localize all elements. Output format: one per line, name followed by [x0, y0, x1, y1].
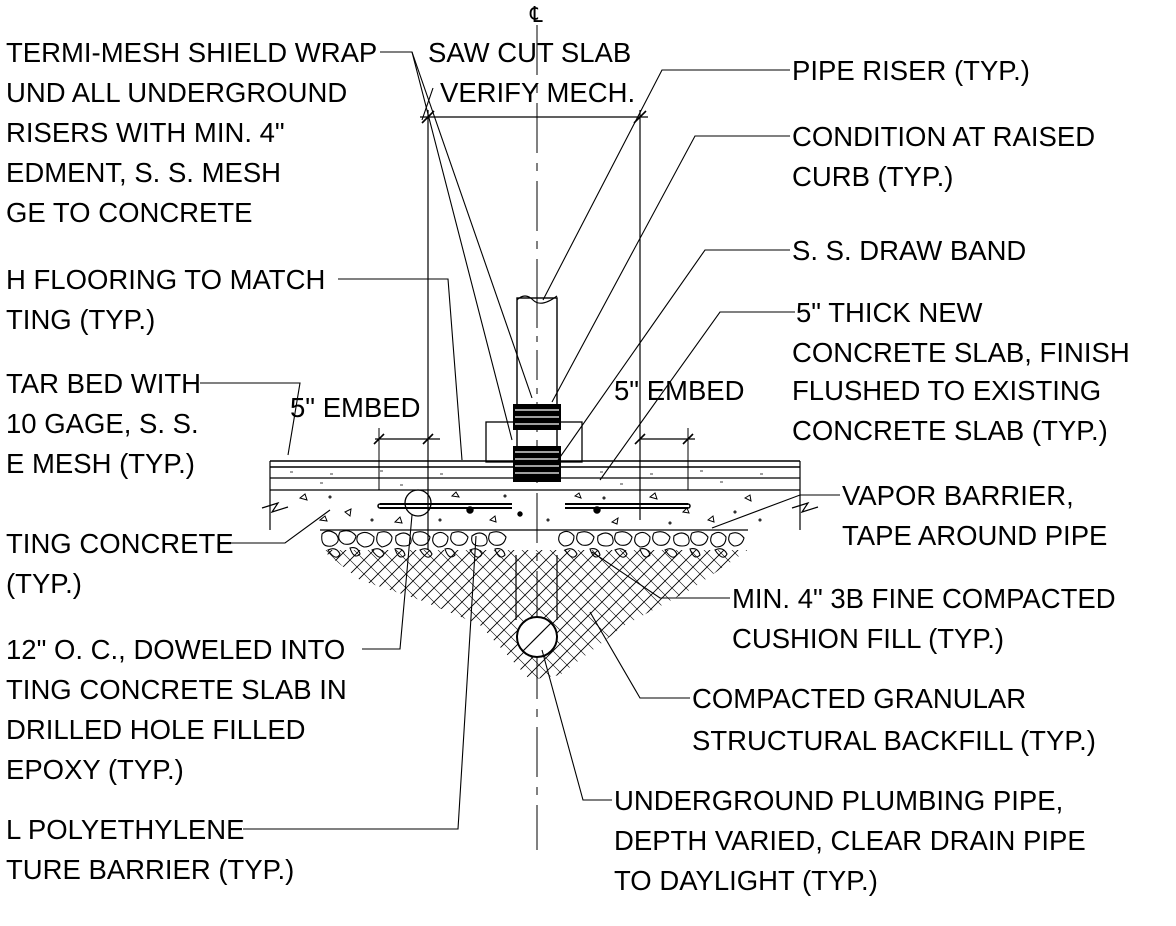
structural-backfill	[322, 550, 748, 680]
label-termi-mesh-4: EDMENT, S. S. MESH	[6, 157, 281, 188]
concrete-aggregate	[298, 491, 762, 525]
section-geometry	[261, 25, 819, 850]
centerline-symbol: ℄	[529, 2, 543, 27]
flooring-texture	[290, 470, 763, 486]
label-pipe-riser: PIPE RISER (TYP.)	[792, 55, 1030, 86]
label-plumbing-pipe-2: DEPTH VARIED, CLEAR DRAIN PIPE	[614, 825, 1086, 856]
label-poly-barrier-2: TURE BARRIER (TYP.)	[6, 854, 294, 885]
label-mortar-bed-3: E MESH (TYP.)	[6, 448, 195, 479]
label-raised-curb-1: CONDITION AT RAISED	[792, 121, 1095, 152]
label-embed-left: 5" EMBED	[290, 392, 421, 423]
label-vapor-barrier-1: VAPOR BARRIER,	[842, 480, 1074, 511]
leader-lines	[200, 51, 840, 830]
label-new-slab-1: 5" THICK NEW	[796, 297, 983, 328]
label-plumbing-pipe-1: UNDERGROUND PLUMBING PIPE,	[614, 785, 1063, 816]
label-saw-cut-1: SAW CUT SLAB	[428, 37, 631, 68]
label-saw-cut-2: VERIFY MECH.	[440, 77, 635, 108]
label-new-slab-2: CONCRETE SLAB, FINISH	[792, 337, 1130, 368]
label-cushion-fill-1: MIN. 4" 3B FINE COMPACTED	[732, 583, 1116, 614]
label-existing-concrete-1: TING CONCRETE	[6, 528, 234, 559]
label-termi-mesh-1: TERMI-MESH SHIELD WRAP	[6, 37, 377, 68]
label-draw-band: S. S. DRAW BAND	[792, 235, 1026, 266]
dowel-section-left	[404, 489, 432, 517]
label-new-slab-4: CONCRETE SLAB (TYP.)	[792, 415, 1108, 446]
label-existing-concrete-2: (TYP.)	[6, 568, 82, 599]
label-dowel-1: 12" O. C., DOWELED INTO	[6, 634, 345, 665]
label-flooring-2: TING (TYP.)	[6, 304, 155, 335]
label-backfill-1: COMPACTED GRANULAR	[692, 683, 1026, 714]
label-new-slab-3: FLUSHED TO EXISTING	[792, 375, 1101, 406]
label-mortar-bed-2: 10 GAGE, S. S.	[6, 408, 199, 439]
label-termi-mesh-3: RISERS WITH MIN. 4"	[6, 117, 285, 148]
drawing-labels: ℄ TERMI-MESH SHIELD WRAP UND ALL UNDERGR…	[6, 2, 1130, 896]
label-plumbing-pipe-3: TO DAYLIGHT (TYP.)	[614, 865, 878, 896]
label-cushion-fill-2: CUSHION FILL (TYP.)	[732, 623, 1004, 654]
label-embed-right: 5" EMBED	[614, 375, 745, 406]
label-backfill-2: STRUCTURAL BACKFILL (TYP.)	[692, 725, 1096, 756]
riser-break	[516, 295, 558, 304]
label-flooring-1: H FLOORING TO MATCH	[6, 264, 325, 295]
label-vapor-barrier-2: TAPE AROUND PIPE	[842, 520, 1107, 551]
label-poly-barrier-1: L POLYETHYLENE	[6, 814, 244, 845]
label-termi-mesh-5: GE TO CONCRETE	[6, 197, 253, 228]
label-dowel-4: EPOXY (TYP.)	[6, 754, 184, 785]
label-raised-curb-2: CURB (TYP.)	[792, 161, 953, 192]
label-mortar-bed-1: TAR BED WITH	[6, 368, 201, 399]
label-dowel-3: DRILLED HOLE FILLED	[6, 714, 306, 745]
label-termi-mesh-2: UND ALL UNDERGROUND	[6, 77, 347, 108]
label-dowel-2: TING CONCRETE SLAB IN	[6, 674, 347, 705]
break-right	[791, 501, 819, 514]
break-left	[261, 501, 289, 514]
